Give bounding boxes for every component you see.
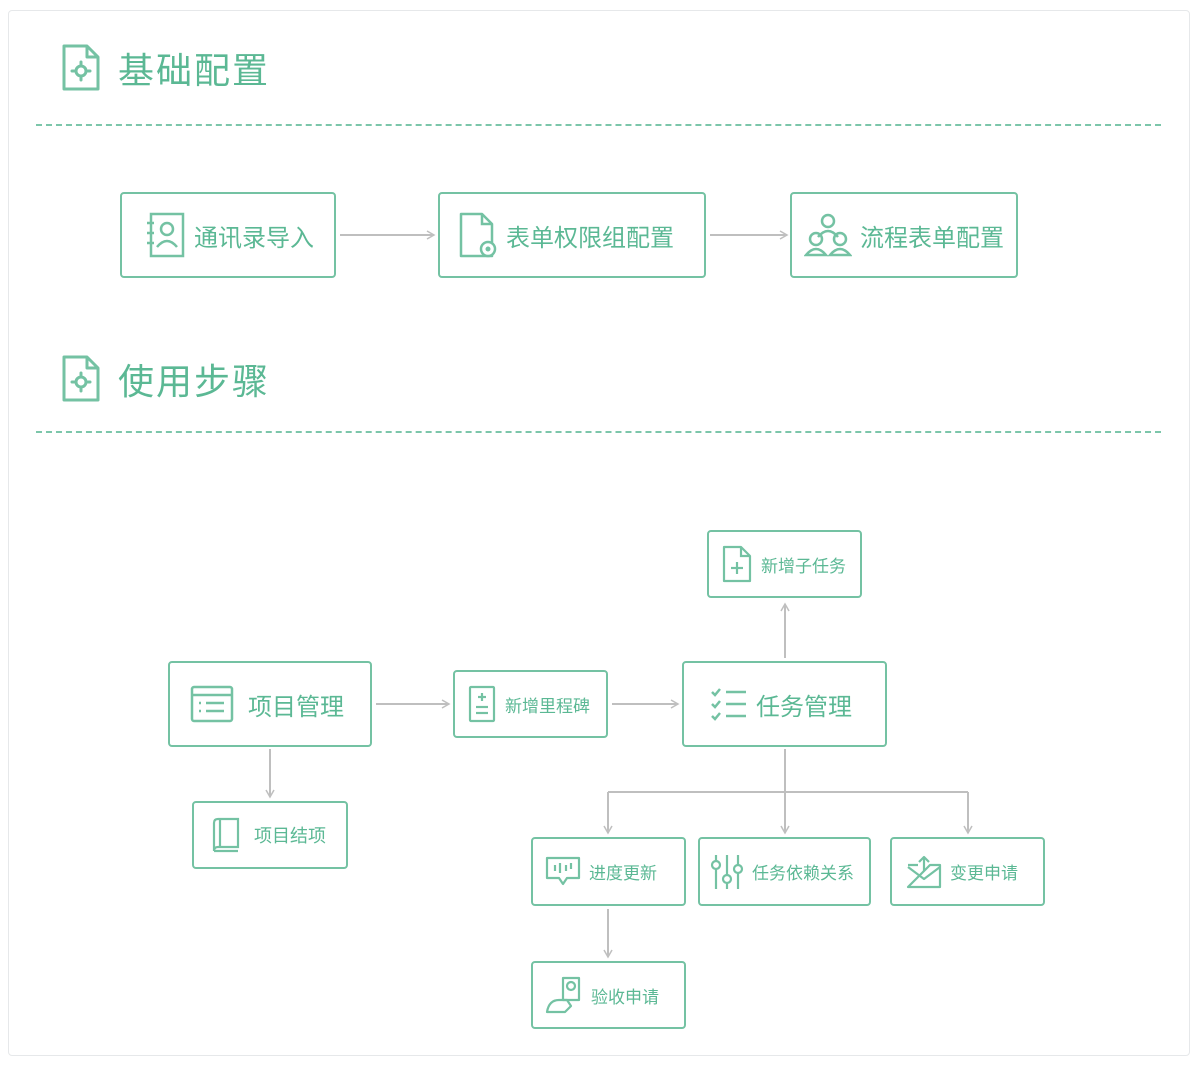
document-add-icon bbox=[468, 685, 496, 723]
section-title-text: 基础配置 bbox=[118, 51, 271, 92]
document-gear-icon bbox=[62, 44, 100, 91]
sliders-icon bbox=[710, 854, 744, 889]
node-label: 任务依赖关系 bbox=[752, 864, 854, 884]
book-icon bbox=[212, 817, 240, 853]
node-label: 新增子任务 bbox=[761, 556, 846, 577]
node-label: 新增里程碑 bbox=[505, 696, 590, 717]
checklist-icon bbox=[711, 688, 746, 721]
node-form-permission-group[interactable]: 表单权限组配置 bbox=[438, 192, 706, 278]
node-contacts-import[interactable]: 通讯录导入 bbox=[120, 192, 336, 278]
chat-bars-icon bbox=[545, 856, 581, 885]
node-add-milestone[interactable]: 新增里程碑 bbox=[453, 670, 608, 738]
node-label: 项目结项 bbox=[254, 826, 326, 847]
node-label: 项目管理 bbox=[248, 692, 344, 721]
document-gear-icon bbox=[459, 212, 497, 258]
mail-upload-icon bbox=[906, 855, 942, 888]
project-window-icon bbox=[190, 685, 234, 723]
section-divider bbox=[36, 124, 1161, 126]
section-divider bbox=[36, 431, 1161, 433]
node-task-dependency[interactable]: 任务依赖关系 bbox=[698, 837, 871, 906]
node-label: 验收申请 bbox=[591, 987, 659, 1008]
section-title-usage: 使用步骤 bbox=[60, 353, 270, 405]
file-plus-icon bbox=[722, 545, 752, 583]
node-label: 变更申请 bbox=[950, 864, 1018, 884]
node-label: 表单权限组配置 bbox=[506, 223, 674, 252]
team-icon bbox=[804, 213, 852, 257]
node-label: 任务管理 bbox=[756, 692, 852, 721]
node-label: 进度更新 bbox=[589, 864, 657, 884]
node-project-closure[interactable]: 项目结项 bbox=[192, 801, 348, 869]
node-change-request[interactable]: 变更申请 bbox=[890, 837, 1045, 906]
node-label: 流程表单配置 bbox=[860, 223, 1004, 252]
node-process-form-config[interactable]: 流程表单配置 bbox=[790, 192, 1018, 278]
node-acceptance-request[interactable]: 验收申请 bbox=[531, 961, 686, 1029]
node-label: 通讯录导入 bbox=[194, 223, 314, 252]
document-gear-icon bbox=[62, 355, 100, 402]
section-title-basic: 基础配置 bbox=[60, 42, 270, 94]
section-title-text: 使用步骤 bbox=[118, 362, 271, 403]
node-task-management[interactable]: 任务管理 bbox=[682, 661, 887, 747]
node-progress-update[interactable]: 进度更新 bbox=[531, 837, 686, 906]
user-document-icon bbox=[545, 976, 581, 1014]
node-project-management[interactable]: 项目管理 bbox=[168, 661, 372, 747]
contact-book-icon bbox=[147, 212, 185, 258]
node-add-subtask[interactable]: 新增子任务 bbox=[707, 530, 862, 598]
